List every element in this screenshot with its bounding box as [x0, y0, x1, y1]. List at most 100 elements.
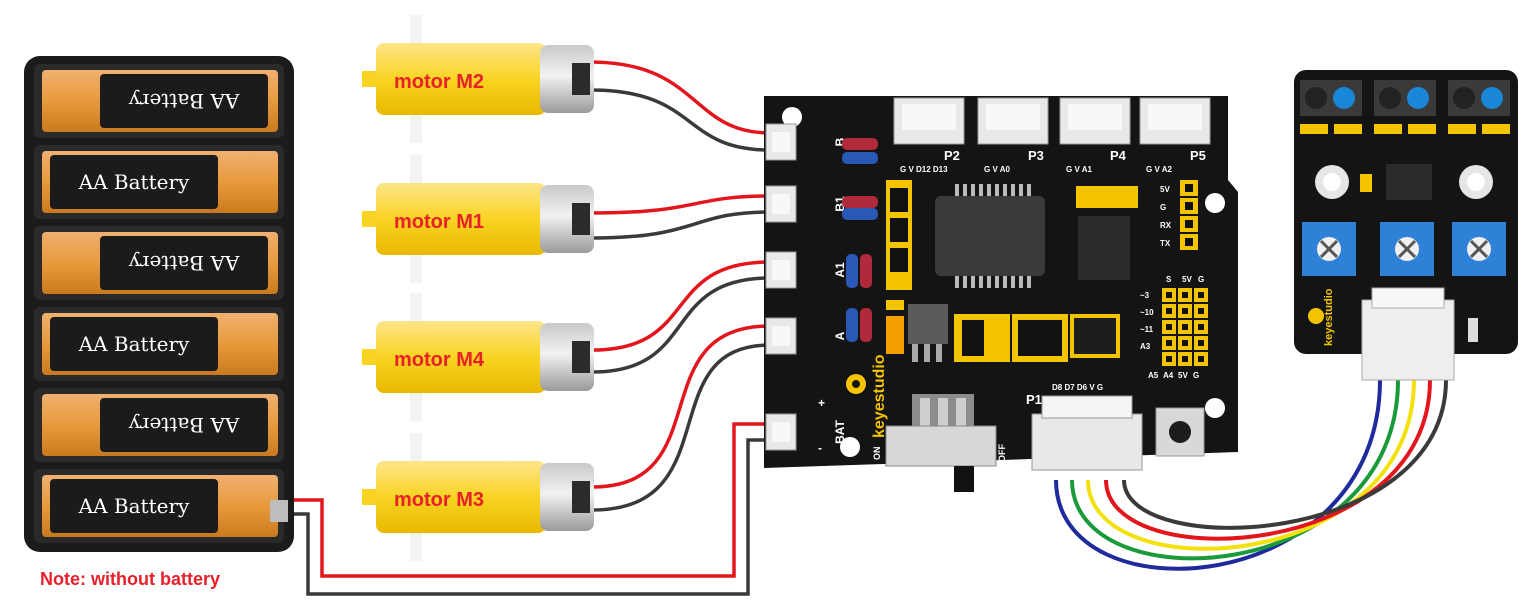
serial-pin-label: 5V	[1160, 185, 1170, 194]
header-name: P2	[944, 148, 960, 163]
small-ic	[1076, 186, 1138, 280]
wire-m3-red	[590, 324, 772, 489]
battery-cell: AA Battery	[34, 64, 284, 138]
battery-note: Note: without battery	[40, 569, 220, 589]
mount-hole	[782, 107, 802, 127]
reset-button[interactable]	[1155, 407, 1205, 457]
wire-m2-red	[588, 60, 772, 135]
sensor-header: P4 G V A1	[1059, 97, 1131, 174]
header-name: P3	[1028, 148, 1044, 163]
io-left-label: ~3	[1140, 291, 1150, 300]
shield-brand-text: keyestudio	[871, 354, 888, 438]
battery-label: AA Battery	[128, 251, 240, 275]
voltage-regulator	[886, 300, 948, 362]
p1-pins: D8 D7 D6 V G	[1052, 383, 1103, 392]
motor: motor M3	[362, 433, 594, 561]
io-bottom-label: A5	[1148, 371, 1159, 380]
battery-wires	[290, 422, 772, 596]
capacitors	[842, 138, 878, 342]
motor-port-label: A	[833, 331, 847, 340]
driver-ic	[935, 184, 1045, 288]
motor-port: B1	[765, 185, 847, 223]
mount-hole	[1205, 398, 1225, 418]
motor-port: B	[765, 123, 847, 161]
io-top-label: 5V	[1182, 275, 1192, 284]
io-bottom-label: G	[1193, 371, 1199, 380]
mount-hole	[840, 437, 860, 457]
ir-emitter-receiver	[1448, 80, 1510, 134]
motor-shield: P2 G V D12 D13 P3 G V A0 P4 G V A1 P5 G V A2 B B…	[764, 96, 1238, 492]
sensor-wires	[1054, 379, 1448, 571]
motor-port: BAT	[765, 413, 847, 451]
header-pins: G V A2	[1146, 165, 1172, 174]
io-top-label: S	[1166, 275, 1172, 284]
line-tracking-sensor: keyestudio	[1294, 70, 1518, 381]
header-name: P4	[1110, 148, 1127, 163]
potentiometer[interactable]	[1452, 222, 1506, 276]
battery-label: AA Battery	[78, 494, 190, 518]
p1-connector: P1 D8 D7 D6 V G	[1026, 383, 1143, 471]
potentiometer[interactable]	[1302, 222, 1356, 276]
wire-black	[1122, 379, 1448, 530]
wire-m2-black	[588, 88, 772, 152]
sensor-leds	[1315, 164, 1493, 200]
ir-emitter-receiver	[1374, 80, 1436, 134]
switch-off-label: OFF	[997, 444, 1007, 462]
header-pins: G V A0	[984, 165, 1010, 174]
wire-red	[1104, 379, 1432, 541]
resistor-strip	[886, 180, 912, 290]
motor-wires	[588, 60, 772, 512]
wire-green	[1070, 379, 1400, 561]
wire-bat-red	[290, 422, 772, 578]
io-left-label: ~10	[1140, 308, 1154, 317]
motor-label: motor M2	[394, 71, 484, 93]
battery-cell: AA Battery	[34, 226, 284, 300]
motor: motor M1	[362, 155, 594, 283]
bat-minus: -	[818, 441, 822, 455]
battery-cell: AA Battery	[34, 145, 284, 219]
battery-label: AA Battery	[78, 170, 190, 194]
motor-port-label: B	[833, 137, 847, 146]
power-switch[interactable]: ON OFF	[872, 394, 1007, 492]
battery-label: AA Battery	[128, 89, 240, 113]
shield-brand: keyestudio	[846, 354, 888, 438]
sensor-header: P5 G V A2	[1139, 97, 1211, 174]
battery-label: AA Battery	[128, 413, 240, 437]
mount-hole	[1205, 193, 1225, 213]
potentiometer[interactable]	[1380, 222, 1434, 276]
switch-on-label: ON	[872, 447, 882, 461]
sensor-connector	[1361, 287, 1455, 381]
sensor-header: P2 G V D12 D13	[893, 97, 965, 174]
motor-label: motor M3	[394, 489, 484, 511]
io-bottom-label: 5V	[1178, 371, 1188, 380]
wire-m4-black	[590, 276, 772, 374]
battery-label: AA Battery	[78, 332, 190, 356]
io-top-label: G	[1198, 275, 1204, 284]
header-name: P5	[1190, 148, 1206, 163]
sensor-brand-text: keyestudio	[1323, 288, 1335, 346]
wire-blue	[1054, 379, 1382, 571]
serial-pin-label: TX	[1160, 239, 1171, 248]
wire-yellow	[1086, 379, 1416, 551]
battery-cell: AA Battery	[34, 388, 284, 462]
serial-pin-label: RX	[1160, 221, 1172, 230]
ir-emitter-receiver	[1300, 80, 1362, 134]
motor-label: motor M4	[394, 349, 485, 371]
motor-port: A	[765, 317, 847, 355]
motor-port-label: A1	[833, 262, 847, 278]
motor: motor M2	[362, 15, 594, 143]
battery-cell: AA Battery	[34, 469, 284, 543]
wire-bat-black	[290, 438, 772, 596]
motor-port-label: BAT	[833, 419, 847, 443]
motors: motor M2 motor M1 motor M4 motor M3	[362, 15, 594, 561]
motor-port: A1	[765, 251, 847, 289]
io-left-label: A3	[1140, 342, 1151, 351]
wire-m4-red	[590, 260, 772, 352]
battery-holder: AA Battery AA Battery AA Battery AA Battery…	[24, 56, 294, 552]
header-pins: G V A1	[1066, 165, 1092, 174]
battery-cell: AA Battery	[34, 307, 284, 381]
header-pins: G V D12 D13	[900, 165, 948, 174]
io-bottom-label: A4	[1163, 371, 1174, 380]
wire-m1-black	[590, 210, 772, 240]
